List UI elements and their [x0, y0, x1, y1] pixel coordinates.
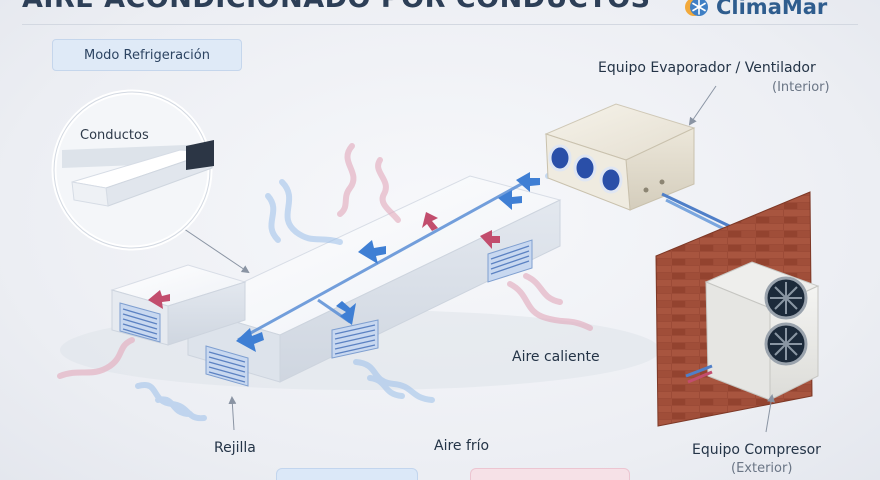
- compressor-unit: [685, 261, 820, 401]
- cold-air-label: Aire frío: [434, 438, 490, 454]
- arrow-icon: [148, 212, 500, 309]
- grille-label: Rejilla: [214, 440, 256, 456]
- fan-icon: [548, 144, 623, 194]
- grille-icon: [119, 302, 161, 343]
- title-divider: [22, 24, 858, 25]
- evaporator-sublabel: (Interior): [772, 80, 830, 95]
- duct-system: [110, 172, 562, 387]
- snowflake-sun-logo-icon: [685, 0, 708, 16]
- grille-icon: [331, 319, 379, 359]
- page-title: AIRE ACONDICIONADO POR CONDUCTOS: [22, 0, 651, 14]
- mode-badge: Modo Refrigeración: [52, 39, 242, 71]
- brand-logo: ClimaMar: [684, 0, 827, 24]
- compressor-sublabel: (Exterior): [731, 461, 793, 476]
- compressor-label: Equipo Compresor: [692, 442, 821, 458]
- ducts-label: Conductos: [80, 128, 149, 143]
- arrow-icon: [236, 172, 540, 352]
- leader-lines: [228, 85, 775, 433]
- fan-icon: [764, 276, 808, 366]
- evaporator-unit: [544, 103, 696, 211]
- grille-icon: [487, 239, 533, 283]
- legend-cold-chip: [276, 468, 418, 480]
- ducts-callout: [51, 89, 250, 274]
- evaporator-label: Equipo Evaporador / Ventilador: [598, 60, 816, 76]
- brand-name: ClimaMar: [716, 0, 828, 19]
- grille-icon: [205, 345, 249, 387]
- legend-hot-chip: [470, 468, 630, 480]
- hot-air-wisps: [57, 143, 593, 379]
- hot-air-label: Aire caliente: [512, 349, 600, 365]
